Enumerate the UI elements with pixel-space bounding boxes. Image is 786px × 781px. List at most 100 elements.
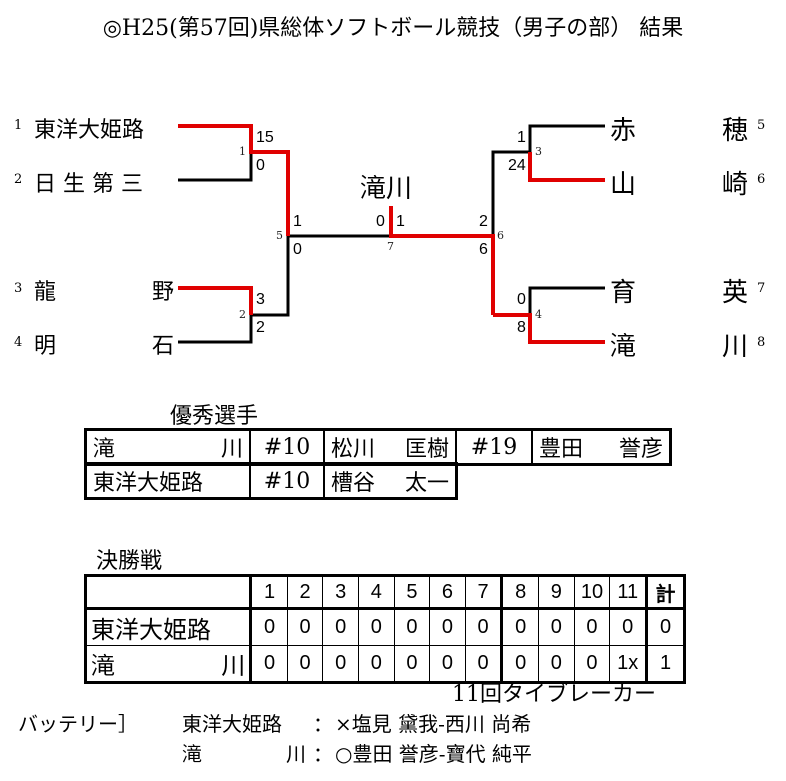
total-header: 計 (645, 575, 685, 610)
game-number: 3 (535, 145, 542, 158)
battery-label: バッテリー］ (18, 712, 138, 736)
line-team7 (528, 286, 605, 315)
table-cell: #10 (249, 428, 325, 466)
win-line-team3 (178, 286, 253, 315)
score-cell: 0 (358, 608, 395, 646)
inning-header: 10 (573, 575, 611, 610)
team-name: 山崎 (610, 170, 748, 200)
mvp-table: 滝川 #10 松川匡樹 #19 豊田誉彦 (84, 428, 672, 466)
game-score: 1 (517, 129, 526, 146)
score-cell: 0 (322, 645, 359, 683)
inning-header: 2 (286, 575, 324, 610)
game-score: 0 (376, 213, 385, 230)
table-row: 滝川 #10 松川匡樹 #19 豊田誉彦 (84, 428, 672, 466)
win-line-team6 (528, 152, 605, 182)
game-score: 15 (256, 129, 274, 146)
win-line-team8 (493, 313, 605, 344)
score-cell: 0 (249, 645, 288, 683)
game-score: 0 (256, 157, 265, 174)
seed-number: 4 (14, 335, 23, 350)
score-cell: 0 (573, 645, 611, 683)
win-line-final (389, 206, 495, 315)
score-cell: 0 (286, 645, 324, 683)
game-score: 2 (256, 319, 265, 336)
game-number: 1 (239, 145, 246, 158)
line-team5 (528, 124, 605, 152)
team-name: 滝川 (610, 332, 748, 362)
team-name: 育英 (610, 278, 748, 308)
seed-number: 5 (757, 118, 766, 133)
final-label: 決勝戦 (96, 549, 163, 574)
score-cell: 0 (429, 608, 466, 646)
inning-header: 4 (358, 575, 395, 610)
score-cell: 0 (393, 645, 431, 683)
score-cell: 0 (429, 645, 466, 683)
line-game2-winner (251, 236, 290, 317)
team-name: 龍野 (34, 280, 174, 305)
inning-header: 3 (322, 575, 359, 610)
scoreboard-table: 1 2 3 4 5 6 7 8 9 10 11 計 東洋大姫路 0 0 0 0 … (84, 574, 686, 684)
table-row: 東洋大姫路 0 0 0 0 0 0 0 0 0 0 0 0 (84, 608, 685, 646)
score-cell: 0 (573, 608, 611, 646)
team-name: 日 生 第 三 (34, 172, 143, 197)
tiebreaker-note: 11回タイブレーカー (452, 682, 656, 707)
game-score: 2 (479, 213, 488, 230)
score-cell: 0 (322, 608, 359, 646)
score-cell: 0 (286, 608, 324, 646)
game-score: 1 (396, 213, 405, 230)
inning-header: 1 (249, 575, 288, 610)
seed-number: 6 (757, 172, 766, 187)
seed-number: 1 (14, 118, 23, 133)
inning-header: 11 (609, 575, 648, 610)
line-game3-loser (491, 150, 530, 236)
game-number: 4 (535, 308, 542, 321)
team-name: 赤穂 (610, 116, 748, 146)
line-team2 (178, 152, 253, 182)
table-cell (84, 575, 252, 610)
table-cell: 松川匡樹 (323, 428, 457, 466)
inning-header: 9 (537, 575, 575, 610)
team-name: 東洋大姫路 (34, 118, 145, 143)
team-cell: 滝川 (84, 645, 252, 683)
seed-number: 2 (14, 172, 23, 187)
page-title: ◎H25(第57回)県総体ソフトボール競技（男子の部） 結果 (102, 16, 684, 41)
battery-players: ○豊田 誉彦-寶代 純平 (335, 742, 532, 766)
team-cell: 東洋大姫路 (84, 608, 252, 646)
table-cell: #10 (249, 462, 325, 500)
table-cell: 槽谷太一 (323, 462, 458, 500)
score-cell: 0 (464, 645, 503, 683)
inning-header: 5 (393, 575, 431, 610)
game-score: 1 (293, 213, 302, 230)
score-cell: 0 (249, 608, 288, 646)
game-score: 8 (517, 319, 526, 336)
seed-number: 7 (757, 281, 766, 296)
battery-players: ×塩見 黛我-西川 尚希 (335, 712, 532, 736)
score-cell: 0 (393, 608, 431, 646)
total-cell: 1 (645, 645, 685, 683)
game-score: 0 (293, 241, 302, 258)
game-score: 3 (256, 291, 265, 308)
game-score: 6 (479, 241, 488, 258)
inning-header: 7 (464, 575, 503, 610)
line-team4 (178, 315, 253, 344)
score-cell: 0 (358, 645, 395, 683)
team-name: 明石 (34, 334, 174, 359)
mvp-label: 優秀選手 (170, 404, 259, 429)
game-number: 7 (387, 240, 394, 253)
score-cell: 0 (537, 608, 575, 646)
game-score: 0 (517, 291, 526, 308)
seed-number: 3 (14, 281, 23, 296)
game-number: 5 (276, 229, 283, 242)
inning-header: 8 (500, 575, 539, 610)
seed-number: 8 (757, 335, 766, 350)
game-score: 24 (508, 157, 526, 174)
game-number: 2 (239, 308, 246, 321)
score-cell: 0 (609, 608, 648, 646)
table-row: 1 2 3 4 5 6 7 8 9 10 11 計 (84, 575, 685, 610)
mvp-table-row2: 東洋大姫路 #10 槽谷太一 (84, 462, 458, 500)
champion-name: 滝川 (360, 174, 413, 204)
total-cell: 0 (645, 608, 685, 646)
table-cell: 豊田誉彦 (531, 428, 672, 466)
win-line-team1 (178, 124, 290, 236)
